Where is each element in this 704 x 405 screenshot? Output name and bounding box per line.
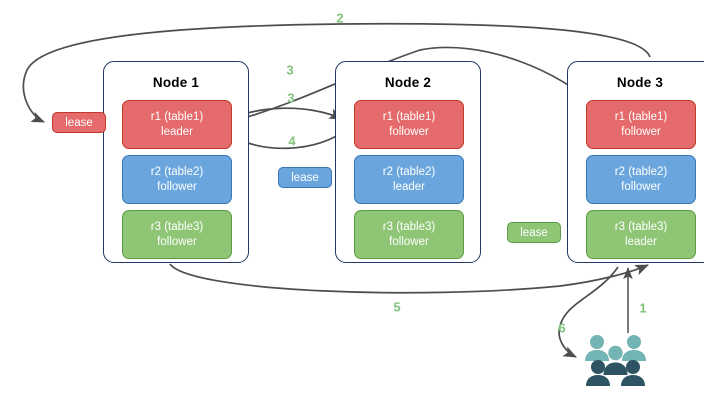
- replica-node3-r2[interactable]: r2 (table2) follower: [586, 155, 696, 204]
- node-title-node3: Node 3: [616, 75, 664, 90]
- step-label-5: 5: [393, 299, 401, 315]
- node-container-node1[interactable]: Node 1 r1 (table1) leader r2 (table2) fo…: [103, 61, 249, 263]
- replica-node2-r2[interactable]: r2 (table2) leader: [354, 155, 464, 204]
- replica-name: r2 (table2): [614, 166, 668, 178]
- replica-role: follower: [157, 235, 197, 248]
- replica-role: follower: [621, 125, 661, 138]
- replica-role: follower: [389, 125, 429, 138]
- replica-name: r1 (table1): [382, 111, 436, 123]
- replica-name: r2 (table2): [382, 166, 436, 178]
- replica-node2-r1[interactable]: r1 (table1) follower: [354, 100, 464, 149]
- replica-node1-r3[interactable]: r3 (table3) follower: [122, 210, 232, 259]
- replica-name: r3 (table3): [150, 221, 204, 233]
- replica-role: leader: [393, 180, 425, 193]
- step-label-6: 6: [558, 320, 566, 336]
- people-group-icon: [585, 335, 646, 386]
- replica-name: r3 (table3): [614, 221, 668, 233]
- node-container-node2[interactable]: Node 2 r1 (table1) follower r2 (table2) …: [335, 61, 481, 263]
- replica-node2-r3[interactable]: r3 (table3) follower: [354, 210, 464, 259]
- node-title-node1: Node 1: [152, 75, 200, 90]
- replica-role: leader: [625, 235, 657, 248]
- replica-node1-r2[interactable]: r2 (table2) follower: [122, 155, 232, 204]
- replica-role: follower: [157, 180, 197, 193]
- lease-pill-table3[interactable]: lease: [507, 222, 561, 243]
- replica-name: r2 (table2): [150, 166, 204, 178]
- lease-pill-table2[interactable]: lease: [278, 167, 332, 188]
- replica-role: leader: [161, 125, 193, 138]
- replica-node3-r3[interactable]: r3 (table3) leader: [586, 210, 696, 259]
- replica-name: r3 (table3): [382, 221, 436, 233]
- step-label-3-upper: 3: [286, 62, 294, 78]
- edge-step-5: [169, 263, 649, 294]
- replica-role: follower: [389, 235, 429, 248]
- node-container-node3[interactable]: Node 3 r1 (table1) follower r2 (table2) …: [567, 61, 704, 263]
- replica-node1-r1[interactable]: r1 (table1) leader: [122, 100, 232, 149]
- step-label-1: 1: [639, 300, 647, 316]
- replica-role: follower: [621, 180, 661, 193]
- step-label-2: 2: [336, 10, 344, 26]
- replica-name: r1 (table1): [614, 111, 668, 123]
- replica-name: r1 (table1): [150, 111, 204, 123]
- node-title-node2: Node 2: [384, 75, 432, 90]
- replica-node3-r1[interactable]: r1 (table1) follower: [586, 100, 696, 149]
- step-label-4: 4: [288, 133, 296, 149]
- step-label-3-lower: 3: [287, 90, 295, 106]
- lease-pill-table1[interactable]: lease: [52, 112, 106, 133]
